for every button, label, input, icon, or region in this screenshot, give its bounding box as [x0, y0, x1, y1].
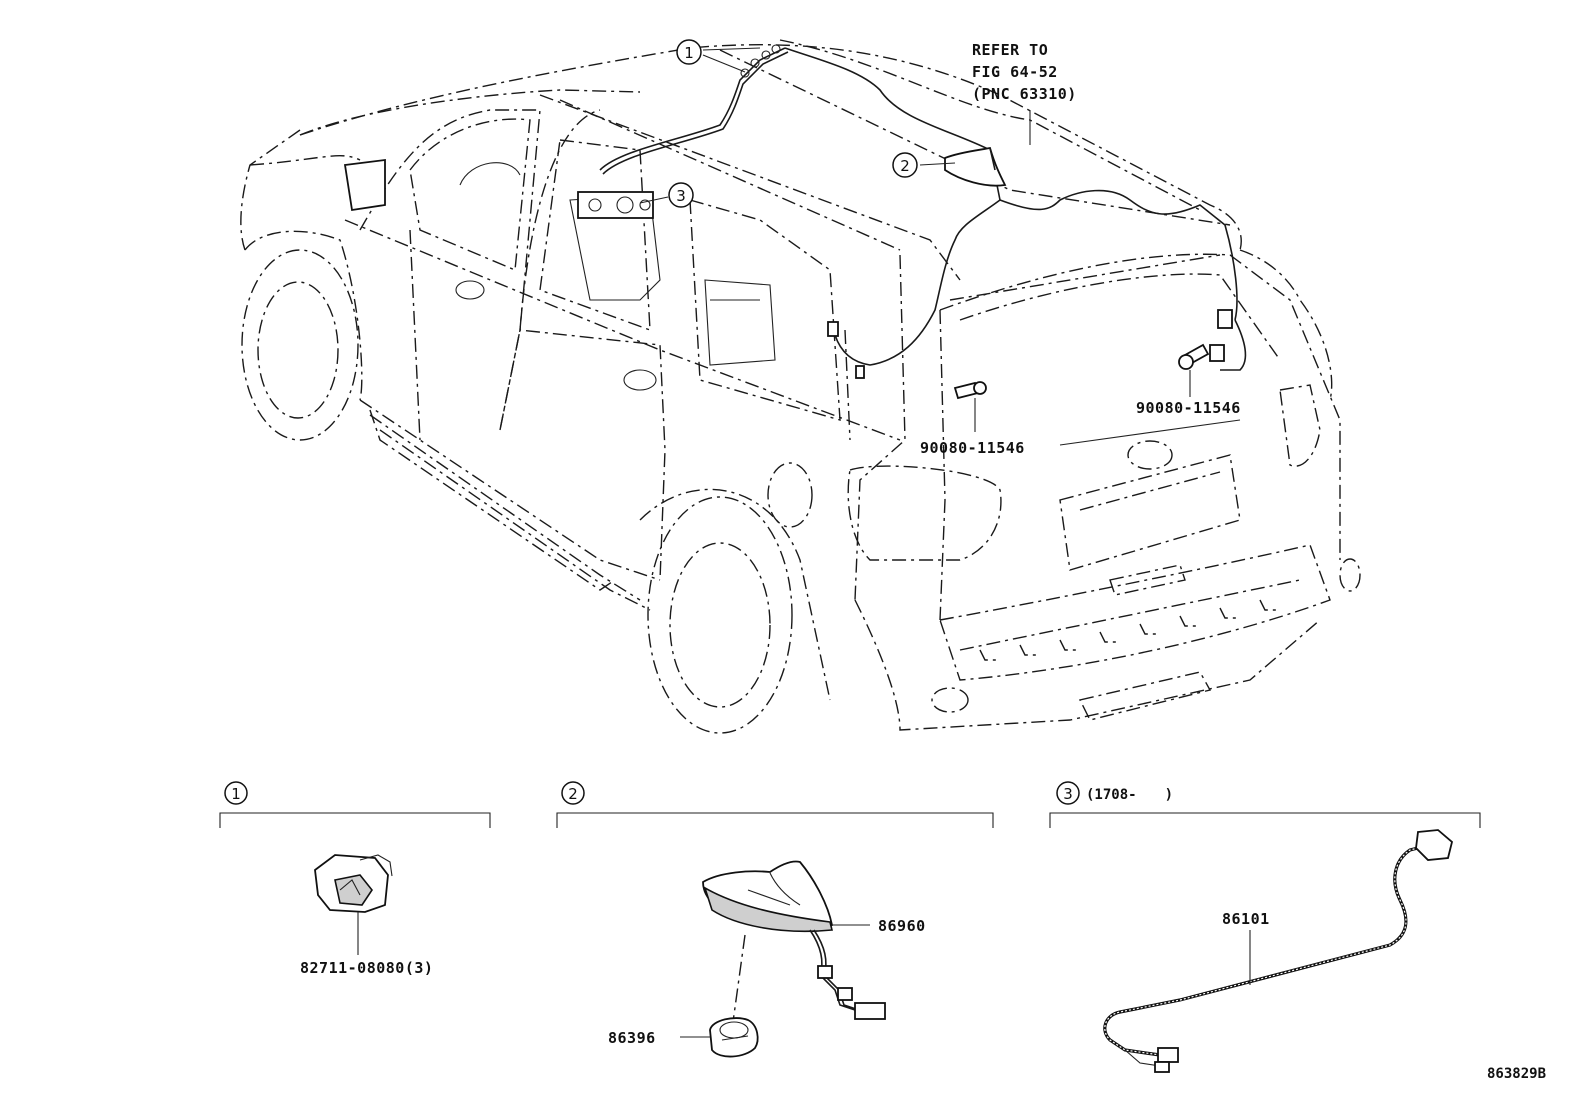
- bolt-left-icon: [953, 381, 987, 400]
- callout-3: 3: [668, 182, 694, 208]
- antenna-part-number: 86960: [878, 917, 926, 935]
- pad-icon: [709, 1017, 759, 1058]
- callout-1-text: 1: [684, 44, 694, 62]
- refer-note-line3: (PNC 63310): [972, 85, 1077, 103]
- leader-lines-main: [639, 47, 1191, 432]
- callout-3-text: 3: [676, 187, 686, 205]
- bolt-right-icon: [1178, 343, 1210, 370]
- clamp-icon: [314, 854, 393, 913]
- cable-icon: [1103, 829, 1454, 1073]
- clamp-part-number: 82711-08080(3): [300, 959, 433, 977]
- callout-2: 2: [892, 152, 918, 178]
- bolt-right-part-number: 90080-11546: [1136, 399, 1241, 417]
- antenna-icon: [702, 860, 886, 1020]
- refer-note-line1: REFER TO: [972, 41, 1048, 59]
- group-2-number: 2: [568, 785, 578, 803]
- pad-part-number: 86396: [608, 1029, 656, 1047]
- group-1-number: 1: [231, 785, 241, 803]
- group-3-date-range: (1708- ): [1086, 787, 1173, 803]
- group-3-detail: 3 (1708- ) 86101: [1049, 781, 1481, 1073]
- group-3-number: 3: [1063, 785, 1073, 803]
- group-2-detail: 2 86960 86396: [556, 781, 994, 1058]
- antenna-cable-routing: [577, 44, 1247, 379]
- refer-note: REFER TO FIG 64-52 (PNC 63310): [972, 41, 1077, 103]
- callout-2-text: 2: [900, 157, 910, 175]
- group-1-detail: 1 82711-08080(3): [219, 781, 491, 977]
- bolt-left-part-number: 90080-11546: [920, 439, 1025, 457]
- cable-part-number: 86101: [1222, 910, 1270, 928]
- callout-1: 1: [676, 39, 702, 65]
- refer-note-line2: FIG 64-52: [972, 63, 1058, 81]
- vehicle-outline: [240, 39, 1361, 734]
- figure-id: 863829B: [1487, 1066, 1546, 1082]
